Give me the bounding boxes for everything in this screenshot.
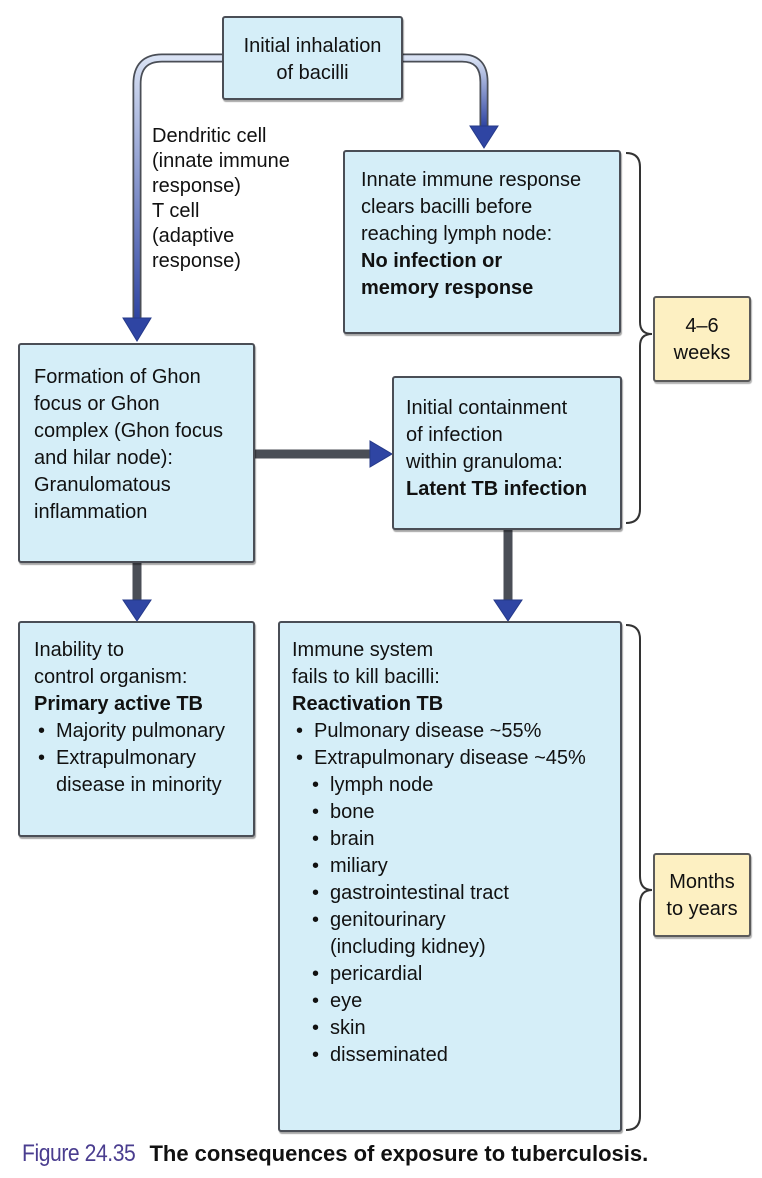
reactivation-tb-box: Immune system fails to kill bacilli: Rea… — [278, 621, 622, 1132]
site-miliary: miliary — [292, 853, 620, 880]
site-skin: skin — [292, 1015, 620, 1042]
reactivation-line-2: fails to kill bacilli: — [292, 666, 440, 688]
no-infection-label: No infection or — [361, 250, 503, 272]
ghon-line-5: Granulomatous — [34, 474, 171, 496]
site-pericardial: pericardial — [292, 961, 620, 988]
arrow-to-ghon — [122, 53, 222, 342]
figure-caption: Figure 24.35 The consequences of exposur… — [22, 1140, 648, 1168]
primary-active-tb-label: Primary active TB — [34, 693, 203, 715]
latent-tb-box: Initial containment of infection within … — [392, 376, 622, 530]
primary-bullet-extrapulmonary-cont: disease in minority — [56, 774, 222, 796]
ghon-line-1: Formation of Ghon — [34, 366, 201, 388]
bracket-early — [625, 152, 653, 524]
timeframe-weeks-line-1: 4–6 — [685, 315, 719, 337]
timeframe-years-line-2: to years — [666, 898, 738, 920]
ghon-line-2: focus or Ghon — [34, 393, 160, 415]
latent-line-2: of infection — [406, 424, 503, 446]
timeframe-weeks-tag: 4–6 weeks — [653, 296, 751, 382]
immune-cells-label-line-5: (adaptive — [152, 225, 235, 247]
site-bone: bone — [292, 799, 620, 826]
timeframe-years-line-1: Months — [669, 871, 735, 893]
primary-line-1: Inability to — [34, 639, 125, 661]
ghon-complex-box: Formation of Ghon focus or Ghon complex … — [18, 343, 255, 563]
arrow-to-primary — [122, 563, 152, 622]
ghon-line-3: complex (Ghon focus — [34, 420, 223, 442]
ghon-line-4: and hilar node): — [34, 447, 173, 469]
reactivation-bullet-extrapulmonary: Extrapulmonary disease ~45% — [292, 745, 620, 772]
immune-cells-label-line-2: (innate immune — [152, 150, 290, 172]
arrow-to-cleared — [402, 53, 499, 149]
figure-caption-text: The consequences of exposure to tubercul… — [149, 1141, 649, 1166]
reactivation-bullet-pulmonary: Pulmonary disease ~55% — [292, 718, 620, 745]
site-disseminated: disseminated — [292, 1042, 620, 1069]
site-eye: eye — [292, 988, 620, 1015]
timeframe-weeks-line-2: weeks — [673, 342, 731, 364]
innate-clearance-line-2: clears bacilli before — [361, 196, 533, 218]
innate-clearance-line-3: reaching lymph node: — [361, 223, 553, 245]
innate-clearance-box: Innate immune response clears bacilli be… — [343, 150, 621, 334]
site-lymph-node: lymph node — [292, 772, 620, 799]
immune-cells-label-line-3: response) — [152, 175, 241, 197]
primary-active-tb-box: Inability to control organism: Primary a… — [18, 621, 255, 837]
site-gastrointestinal: gastrointestinal tract — [292, 880, 620, 907]
timeframe-years-tag: Months to years — [653, 853, 751, 937]
immune-cells-label: Dendritic cell (innate immune response) … — [152, 124, 290, 274]
ghon-line-6: inflammation — [34, 501, 148, 523]
bracket-late — [625, 624, 653, 1131]
figure-number: Figure 24.35 — [22, 1140, 136, 1167]
primary-line-2: control organism: — [34, 666, 188, 688]
immune-cells-label-line-1: Dendritic cell — [152, 125, 267, 147]
no-memory-response-label: memory response — [361, 277, 534, 299]
latent-line-3: within granuloma: — [406, 451, 563, 473]
initial-inhalation-box: Initial inhalation of bacilli — [222, 16, 403, 100]
initial-inhalation-line-2: of bacilli — [276, 62, 349, 84]
primary-bullet-extrapulmonary: Extrapulmonary — [34, 745, 253, 772]
innate-clearance-line-1: Innate immune response — [361, 169, 582, 191]
latent-line-1: Initial containment — [406, 397, 568, 419]
arrow-to-latent — [255, 440, 393, 468]
primary-bullet-pulmonary: Majority pulmonary — [34, 718, 253, 745]
site-genitourinary-cont: (including kidney) — [330, 936, 486, 958]
immune-cells-label-line-4: T cell — [152, 200, 200, 222]
arrow-to-reactivation — [493, 530, 523, 622]
latent-tb-infection-label: Latent TB infection — [406, 478, 588, 500]
initial-inhalation-line-1: Initial inhalation — [243, 35, 382, 57]
site-brain: brain — [292, 826, 620, 853]
site-genitourinary: genitourinary — [292, 907, 620, 934]
reactivation-line-1: Immune system — [292, 639, 434, 661]
reactivation-tb-label: Reactivation TB — [292, 693, 444, 715]
immune-cells-label-line-6: response) — [152, 250, 241, 272]
